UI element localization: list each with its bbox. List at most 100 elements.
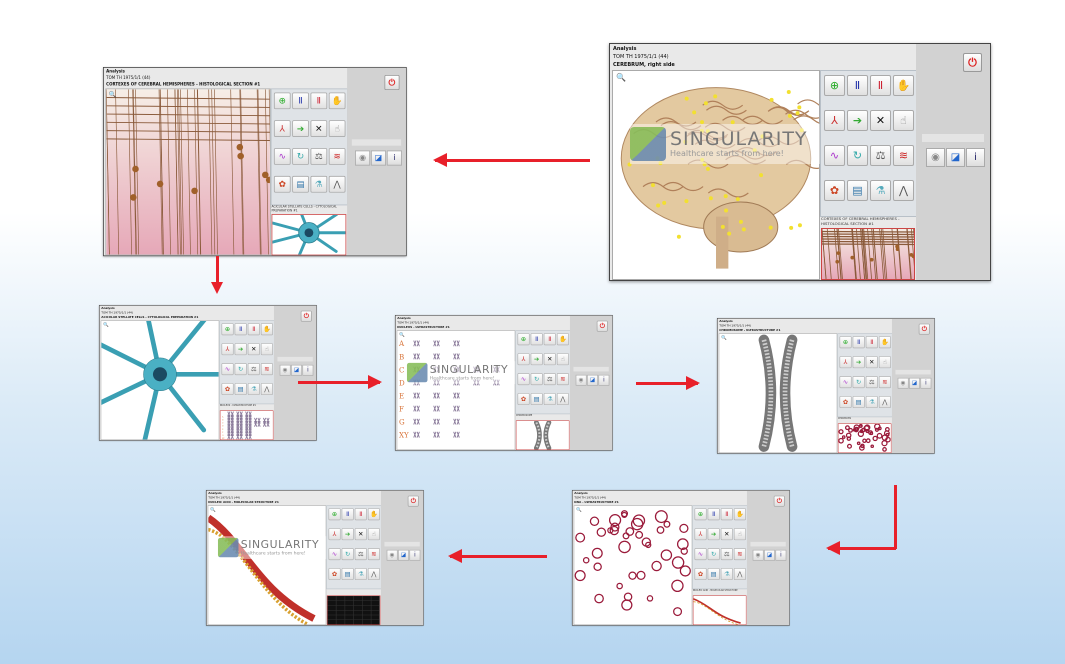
zoom-icon[interactable]: 🔍 (108, 90, 117, 99)
tool-button-flask[interactable]: ⚗ (865, 396, 878, 409)
tool-button-scale[interactable]: ⚖ (865, 376, 878, 389)
tool-button-flask[interactable]: ⚗ (247, 383, 260, 396)
tool-button-scale[interactable]: ⚖ (354, 548, 367, 561)
tool-button-hand[interactable]: ✋ (878, 336, 891, 349)
tool-button-red-box[interactable]: Ⅱ (543, 333, 556, 346)
tool-button-organ[interactable]: ✿ (824, 180, 845, 201)
main-viewer[interactable]: 🔍 (718, 333, 838, 454)
tool-button-organ[interactable]: ✿ (328, 568, 341, 581)
tool-button-wave[interactable]: ∿ (273, 148, 291, 165)
tool-button-pointer[interactable]: ☝ (367, 528, 380, 541)
side-input[interactable] (277, 356, 313, 362)
side-input[interactable] (384, 541, 420, 547)
power-button[interactable]: ⏻ (918, 323, 930, 335)
tool-button-scale[interactable]: ⚖ (543, 373, 556, 386)
tool-button-target[interactable]: ⊕ (694, 508, 707, 521)
tool-button-target[interactable]: ⊕ (273, 92, 291, 110)
side-button-toggle[interactable]: ◉ (279, 364, 291, 376)
tool-button-graph[interactable]: ⋀ (328, 175, 346, 193)
tool-button-close[interactable]: ✕ (870, 110, 891, 131)
side-button-toggle[interactable]: ◉ (752, 549, 764, 561)
side-button-toggle[interactable]: ◉ (926, 148, 945, 167)
tool-button-arrow-right[interactable]: ➔ (341, 528, 354, 541)
tool-button-red-box[interactable]: Ⅱ (247, 323, 260, 336)
tool-button-pointer[interactable]: ☝ (328, 120, 346, 137)
side-button-database[interactable]: ◪ (764, 549, 775, 561)
power-button[interactable]: ⏻ (596, 320, 608, 332)
side-button-info[interactable]: i (775, 549, 787, 561)
tool-button-compass[interactable]: ⅄ (839, 356, 852, 369)
tool-button-wave[interactable]: ∿ (328, 548, 341, 561)
side-button-toggle[interactable]: ◉ (575, 374, 587, 386)
tool-button-hand[interactable]: ✋ (328, 92, 346, 110)
tool-button-red-box[interactable]: Ⅱ (865, 336, 878, 349)
tool-button-close[interactable]: ✕ (310, 120, 328, 137)
tool-button-chart[interactable]: ▤ (852, 396, 865, 409)
tool-button-blue-box[interactable]: Ⅱ (852, 336, 865, 349)
tool-button-close[interactable]: ✕ (354, 528, 367, 541)
side-button-database[interactable]: ◪ (398, 549, 409, 561)
tool-button-spectrum[interactable]: ≋ (556, 373, 569, 386)
tool-button-close[interactable]: ✕ (865, 356, 878, 369)
tool-button-scale[interactable]: ⚖ (720, 548, 733, 561)
tool-button-compass[interactable]: ⅄ (517, 353, 530, 366)
tool-button-arrow-right[interactable]: ➔ (292, 120, 309, 137)
zoom-icon[interactable]: 🔍 (616, 73, 626, 82)
tool-button-flask[interactable]: ⚗ (543, 393, 556, 406)
tool-button-compass[interactable]: ⅄ (328, 528, 341, 541)
tool-button-compass[interactable]: ⅄ (273, 120, 291, 137)
preview-thumbnail[interactable] (837, 423, 892, 454)
side-button-toggle[interactable]: ◉ (897, 377, 909, 389)
side-button-info[interactable]: i (920, 377, 932, 389)
tool-button-red-box[interactable]: Ⅱ (720, 508, 733, 521)
tool-button-cycle[interactable]: ↻ (847, 145, 868, 166)
side-button-toggle[interactable]: ◉ (386, 549, 398, 561)
tool-button-graph[interactable]: ⋀ (556, 393, 569, 406)
tool-button-cycle[interactable]: ↻ (707, 548, 720, 561)
tool-button-wave[interactable]: ∿ (694, 548, 707, 561)
tool-button-cycle[interactable]: ↻ (292, 148, 309, 165)
tool-button-wave[interactable]: ∿ (824, 145, 845, 166)
tool-button-graph[interactable]: ⋀ (733, 568, 746, 581)
side-button-info[interactable]: i (386, 150, 402, 166)
power-button[interactable]: ⏻ (384, 74, 400, 91)
power-button[interactable]: ⏻ (963, 53, 982, 72)
tool-button-red-box[interactable]: Ⅱ (870, 75, 891, 96)
tool-button-target[interactable]: ⊕ (221, 323, 234, 336)
tool-button-compass[interactable]: ⅄ (694, 528, 707, 541)
preview-thumbnail[interactable] (515, 420, 570, 451)
tool-button-pointer[interactable]: ☝ (556, 353, 569, 366)
tool-button-chart[interactable]: ▤ (292, 175, 309, 193)
tool-button-blue-box[interactable]: Ⅱ (847, 75, 868, 96)
power-button[interactable]: ⏻ (407, 495, 419, 507)
tool-button-spectrum[interactable]: ≋ (367, 548, 380, 561)
tool-button-close[interactable]: ✕ (543, 353, 556, 366)
tool-button-cycle[interactable]: ↻ (852, 376, 865, 389)
tool-button-pointer[interactable]: ☝ (893, 110, 914, 131)
tool-button-compass[interactable]: ⅄ (221, 343, 234, 356)
tool-button-arrow-right[interactable]: ➔ (530, 353, 543, 366)
tool-button-cycle[interactable]: ↻ (341, 548, 354, 561)
tool-button-graph[interactable]: ⋀ (893, 180, 914, 201)
tool-button-arrow-right[interactable]: ➔ (847, 110, 868, 131)
tool-button-blue-box[interactable]: Ⅱ (341, 508, 354, 521)
tool-button-organ[interactable]: ✿ (221, 383, 234, 396)
tool-button-chart[interactable]: ▤ (847, 180, 868, 201)
side-input[interactable] (351, 139, 402, 146)
side-button-database[interactable]: ◪ (946, 148, 965, 167)
power-button[interactable]: ⏻ (300, 310, 312, 322)
tool-button-spectrum[interactable]: ≋ (328, 148, 346, 165)
tool-button-pointer[interactable]: ☝ (878, 356, 891, 369)
tool-button-hand[interactable]: ✋ (367, 508, 380, 521)
tool-button-spectrum[interactable]: ≋ (878, 376, 891, 389)
side-button-info[interactable]: i (302, 364, 314, 376)
zoom-icon[interactable]: 🔍 (398, 332, 405, 338)
preview-thumbnail[interactable] (271, 214, 347, 256)
side-button-database[interactable]: ◪ (291, 364, 302, 376)
tool-button-graph[interactable]: ⋀ (367, 568, 380, 581)
zoom-icon[interactable]: 🔍 (209, 507, 216, 513)
tool-button-chart[interactable]: ▤ (530, 393, 543, 406)
tool-button-flask[interactable]: ⚗ (720, 568, 733, 581)
